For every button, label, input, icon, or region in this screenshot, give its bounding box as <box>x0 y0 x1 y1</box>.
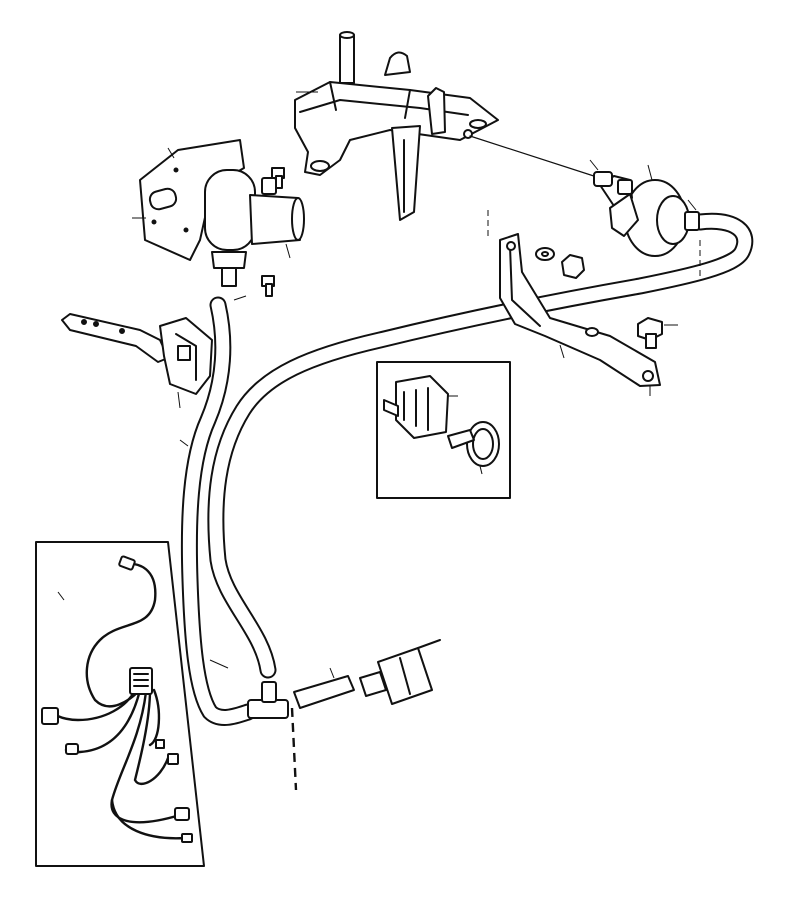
wiring-harness <box>41 555 193 843</box>
dashed-reference-line <box>290 707 298 791</box>
hose-connector <box>293 667 355 709</box>
control-valve-solenoid <box>204 169 305 287</box>
connector-and-tie-strap-inset <box>376 361 511 499</box>
screw-upper <box>271 167 285 189</box>
wiring-harness-inset <box>35 541 205 867</box>
bolt <box>637 317 678 349</box>
vacuum-pipe-end <box>359 639 441 705</box>
connector-and-tie-strap <box>383 375 500 475</box>
screw-lower <box>261 275 275 297</box>
cable <box>469 135 601 179</box>
vacuum-actuator <box>589 159 700 257</box>
t-connector <box>247 681 289 719</box>
bracket-arm <box>499 233 661 396</box>
vacuum-hose-right <box>207 212 754 679</box>
control-valve-bracket-plate <box>132 139 245 261</box>
nut <box>561 254 585 279</box>
washer <box>535 247 555 261</box>
mounting-bracket <box>294 31 499 221</box>
actuator-lever <box>61 313 213 409</box>
vacuum-hose-long <box>180 296 257 726</box>
